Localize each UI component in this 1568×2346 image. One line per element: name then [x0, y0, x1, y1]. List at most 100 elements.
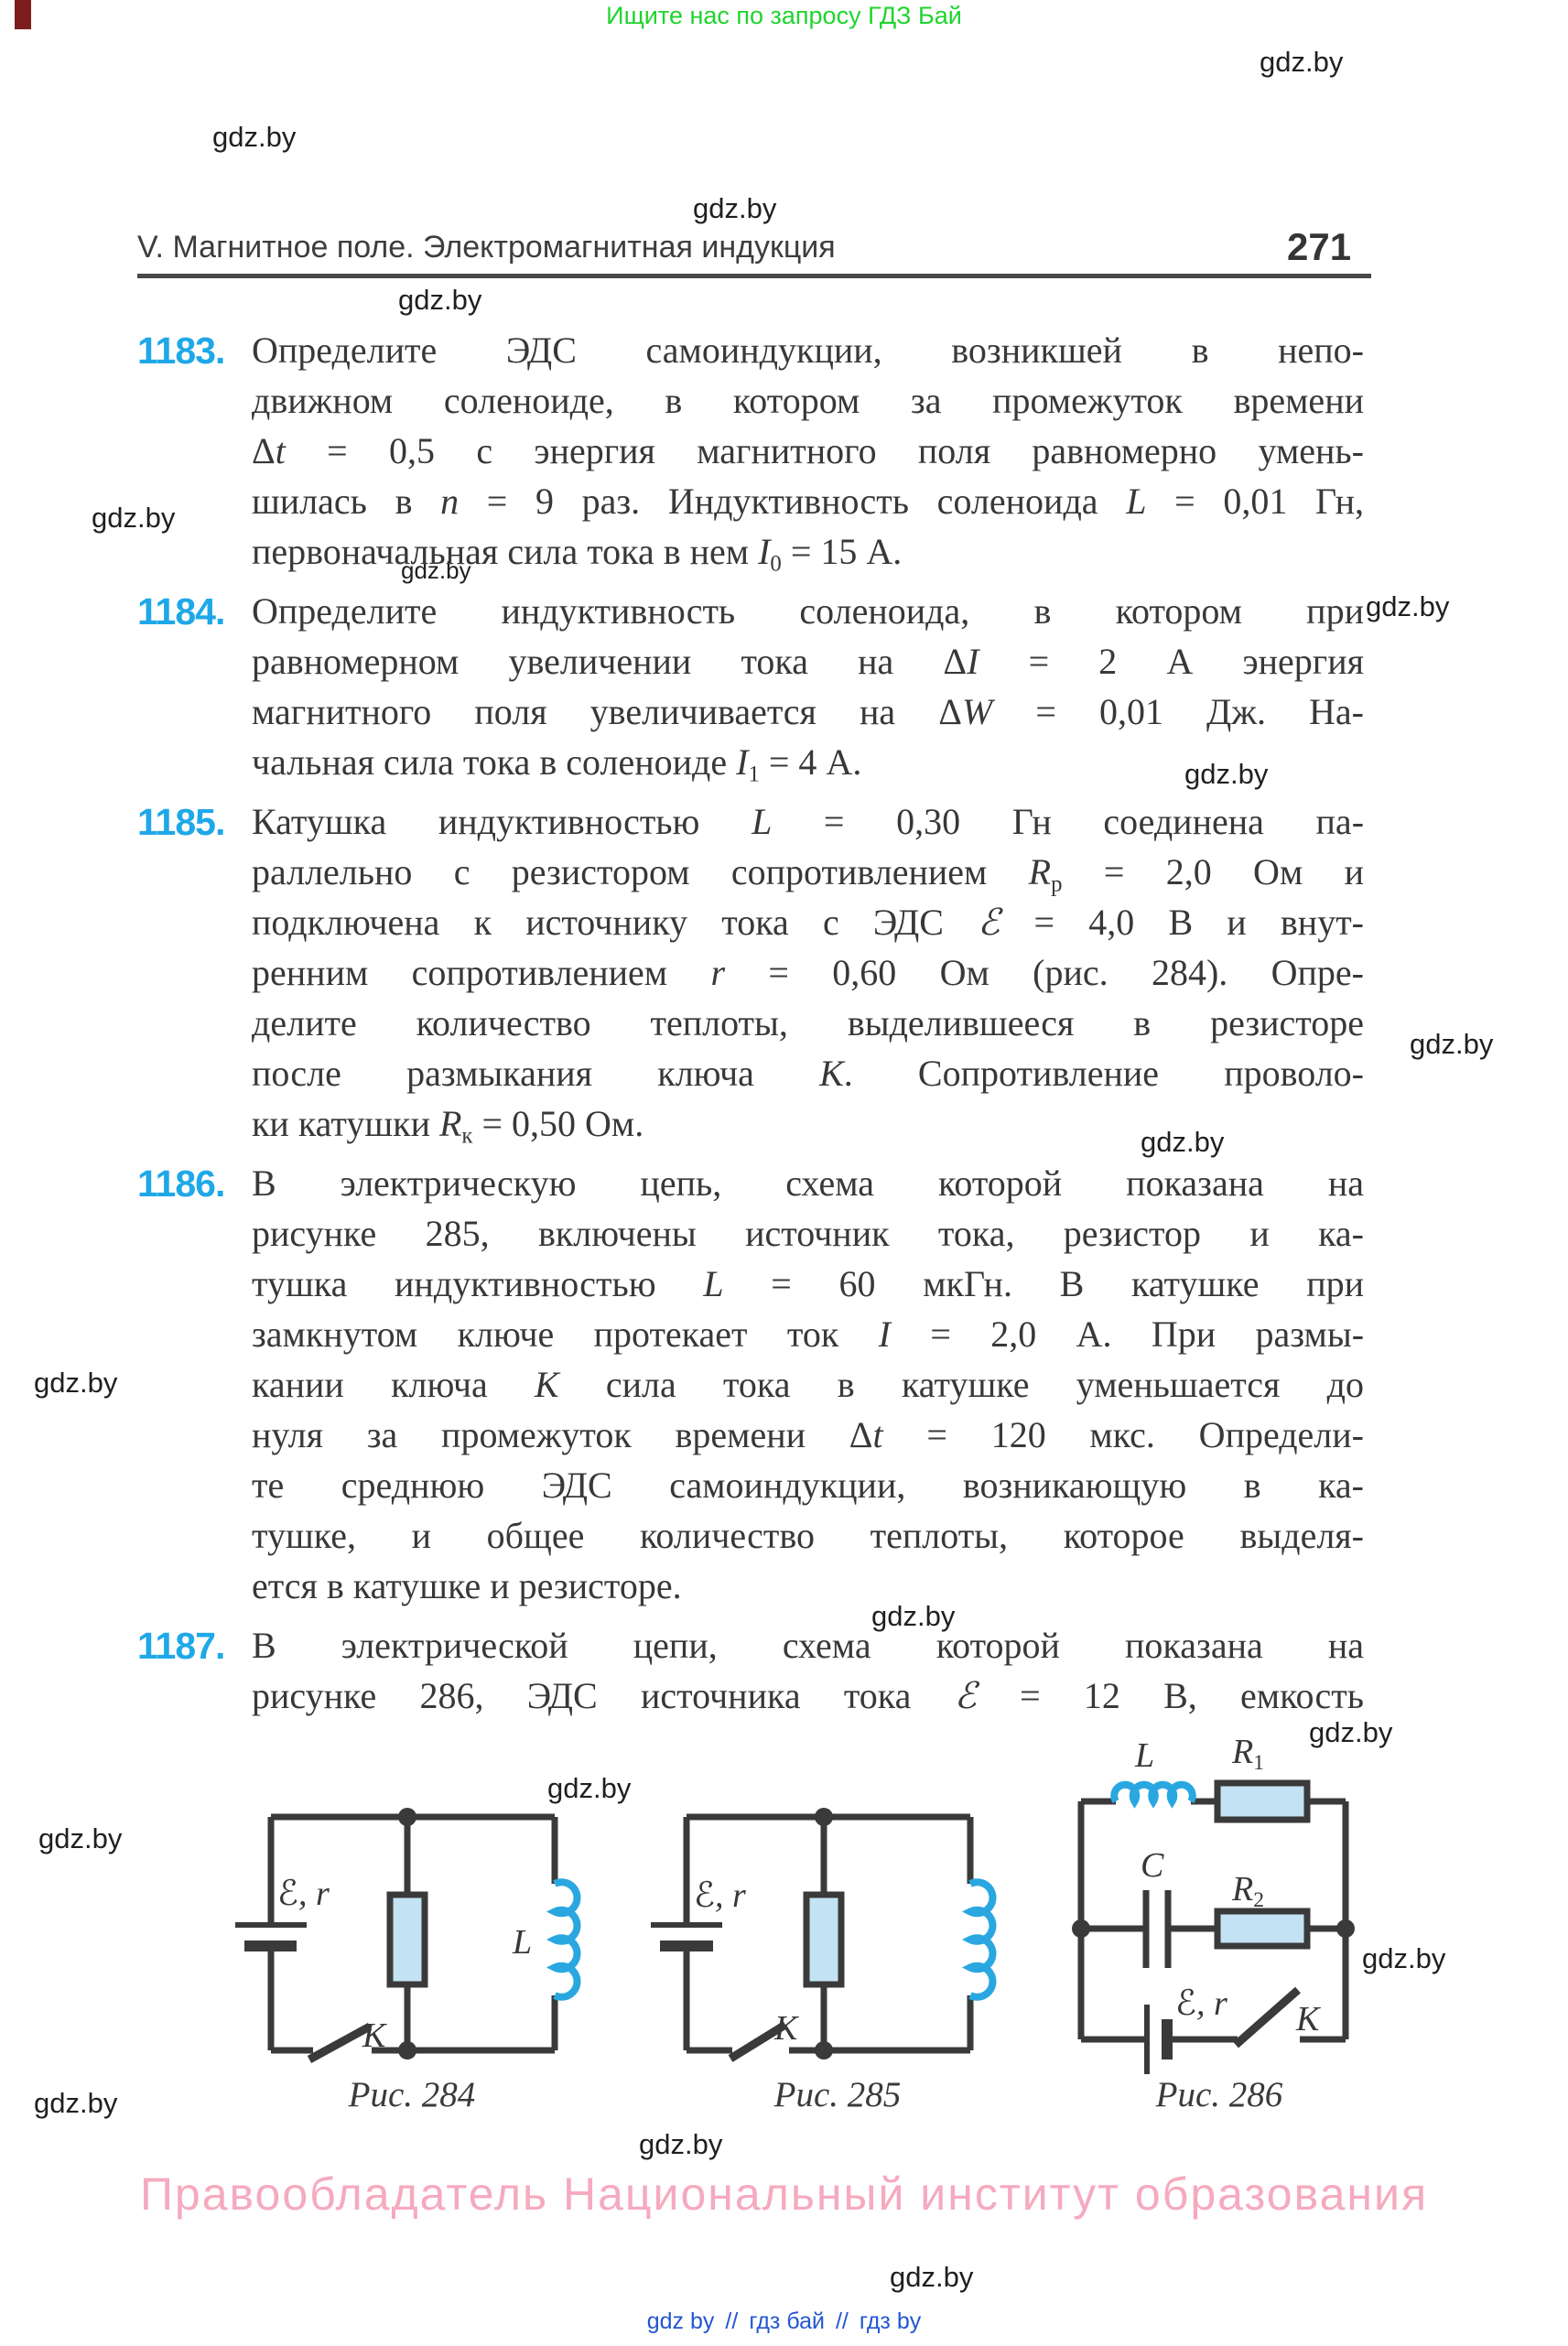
problem-1183: 1183. Определите ЭДС самоиндукции, возни…	[137, 325, 1364, 577]
junction-dot	[815, 2041, 833, 2060]
watermark: gdz.by	[34, 2087, 118, 2119]
chapter-header: V. Магнитное поле. Электромагнитная инду…	[137, 230, 836, 265]
problem-text: Определите ЭДС самоиндукции, возникшей в…	[252, 325, 1364, 577]
problem-line: Δt = 0,5 с энергия магнитного поля равно…	[252, 430, 1364, 471]
watermark: gdz.by	[693, 192, 777, 224]
emf-label: ℰ, r	[277, 1875, 330, 1913]
link-separator: //	[725, 2308, 739, 2334]
circuit-285-svg	[651, 1808, 997, 2062]
problem-line: после размыкания ключа К. Сопротивление …	[252, 1053, 1365, 1094]
problem-number: 1185.	[137, 801, 225, 843]
problem-line: тушка индуктивностью L = 60 мкГн. В кату…	[252, 1263, 1364, 1304]
link-separator: //	[835, 2308, 849, 2334]
watermark: gdz.by	[212, 121, 297, 153]
inductor-icon	[1110, 1780, 1196, 1809]
resistor-icon	[1214, 1779, 1311, 1823]
watermark: gdz.by	[1184, 758, 1269, 790]
problem-line: Катушка индуктивностью L = 0,30 Гн соеди…	[252, 801, 1365, 842]
junction-dot	[398, 2041, 416, 2060]
problem-text: Катушка индуктивностью L = 0,30 Гн соеди…	[252, 796, 1364, 1149]
problem-line: раллельно с резистором сопротивлением Rр…	[252, 851, 1364, 897]
emf-label: ℰ, r	[1175, 1984, 1227, 2023]
problem-line: В электрической цепи, схема которой пока…	[252, 1625, 1364, 1666]
copyright-text: Правообладатель Национальный институт об…	[139, 2168, 1429, 2220]
problem-text: В электрическую цепь, схема которой пока…	[252, 1158, 1364, 1611]
resistor-icon	[1214, 1908, 1311, 1950]
problem-line: первоначальная сила тока в нем I0 = 15 А…	[252, 531, 903, 577]
problem-number: 1187.	[137, 1625, 225, 1667]
watermark: gdz.by	[1362, 1942, 1446, 1974]
problem-line: замкнутом ключе протекает ток I = 2,0 А.…	[252, 1314, 1365, 1355]
problem-number: 1183.	[137, 330, 225, 372]
watermark: gdz.by	[1141, 1126, 1225, 1158]
problem-1186: 1186. В электрическую цепь, схема которо…	[137, 1158, 1364, 1611]
inductor-icon	[961, 1878, 997, 2001]
resistor-icon	[803, 1891, 845, 1988]
problem-line: ренним сопротивлением r = 0,60 Ом (рис. …	[252, 952, 1364, 993]
emf-label: ℰ, r	[694, 1876, 746, 1915]
problem-line: рисунке 285, включены источник тока, рез…	[252, 1213, 1364, 1254]
watermark: gdz.by	[1410, 1028, 1494, 1060]
page-edge-mark	[15, 0, 31, 29]
problem-line: равномерном увеличении тока на ΔI = 2 А …	[252, 641, 1364, 682]
switch-label: К	[774, 2009, 798, 2048]
problem-line: нуля за промежуток времени Δt = 120 мкс.…	[252, 1414, 1364, 1455]
problem-number: 1186.	[137, 1162, 225, 1205]
watermark: gdz.by	[401, 557, 471, 584]
capacitor-label: C	[1141, 1846, 1164, 1885]
problem-1184: 1184. Определите индуктивность соленоида…	[137, 586, 1364, 787]
problem-line: Определите ЭДС самоиндукции, возникшей в…	[252, 330, 1364, 371]
resistor-r1-label: R1	[1232, 1733, 1264, 1776]
switch-icon	[1233, 1986, 1301, 2049]
problem-line: ки катушки Rк = 0,50 Ом.	[252, 1103, 644, 1149]
problem-line: кании ключа К сила тока в катушке уменьш…	[252, 1364, 1364, 1405]
problem-line: тушке, и общее количество теплоты, котор…	[252, 1515, 1364, 1556]
figure-284-caption: Рис. 284	[348, 2075, 476, 2114]
problem-line: чальная сила тока в соленоиде I1 = 4 А.	[252, 741, 862, 787]
problem-line: делите количество теплоты, выделившееся …	[252, 1002, 1364, 1043]
problem-number: 1184.	[137, 590, 225, 632]
watermark: gdz.by	[639, 2128, 723, 2160]
watermark: gdz.by	[547, 1772, 632, 1804]
problem-line: те среднюю ЭДС самоиндукции, возникающую…	[252, 1465, 1364, 1506]
inductor-label: L	[1135, 1736, 1155, 1775]
watermark: gdz.by	[1309, 1716, 1393, 1748]
problem-line: подключена к источнику тока с ЭДС ℰ = 4,…	[252, 902, 1364, 943]
resistor-icon	[386, 1891, 428, 1988]
problem-line: Определите индуктивность соленоида, в ко…	[252, 590, 1364, 632]
watermark: gdz.by	[1260, 46, 1344, 78]
problem-1185: 1185. Катушка индуктивностью L = 0,30 Гн…	[137, 796, 1364, 1149]
problem-text: В электрической цепи, схема которой пока…	[252, 1620, 1364, 1721]
junction-dot	[1072, 1919, 1090, 1938]
inductor-icon	[546, 1878, 581, 2001]
problem-line: ется в катушке и резисторе.	[252, 1565, 682, 1606]
watermark: gdz.by	[1366, 590, 1450, 622]
figure-285-caption: Рис. 285	[773, 2075, 902, 2114]
problem-line: движном соленоиде, в котором за промежут…	[252, 380, 1364, 421]
watermark: gdz.by	[871, 1600, 956, 1632]
switch-label: К	[362, 2016, 386, 2055]
switch-label: К	[1296, 2000, 1320, 2038]
header-rule	[137, 274, 1371, 278]
problem-text: Определите индуктивность соленоида, в ко…	[252, 586, 1364, 787]
watermark: gdz.by	[34, 1367, 118, 1399]
page-number: 271	[1287, 225, 1352, 268]
problem-line: магнитного поля увеличивается на ΔW = 0,…	[252, 691, 1364, 732]
link-gdz-by[interactable]: gdz by	[646, 2308, 715, 2334]
problem-1187: 1187. В электрической цепи, схема которо…	[137, 1620, 1364, 1721]
switch-icon	[307, 2023, 373, 2063]
figure-286-caption: Рис. 286	[1155, 2075, 1283, 2114]
inductor-label: L	[513, 1923, 533, 1962]
link-gdz-bai[interactable]: гдз бай	[749, 2308, 825, 2334]
watermark: gdz.by	[890, 2261, 974, 2293]
footer-links: gdz by // гдз бай // гдз by	[0, 2308, 1568, 2335]
link-gdz-by-2[interactable]: гдз by	[859, 2308, 922, 2334]
resistor-r2-label: R2	[1232, 1870, 1264, 1913]
junction-dot	[1336, 1919, 1355, 1938]
circuit-284-svg	[235, 1808, 581, 2063]
problem-line: В электрическую цепь, схема которой пока…	[252, 1162, 1364, 1204]
problem-line: шилась в n = 9 раз. Индуктивность солено…	[252, 481, 1364, 522]
watermark: gdz.by	[398, 284, 482, 316]
problem-line: рисунке 286, ЭДС источника тока ℰ = 12 В…	[252, 1675, 1364, 1716]
